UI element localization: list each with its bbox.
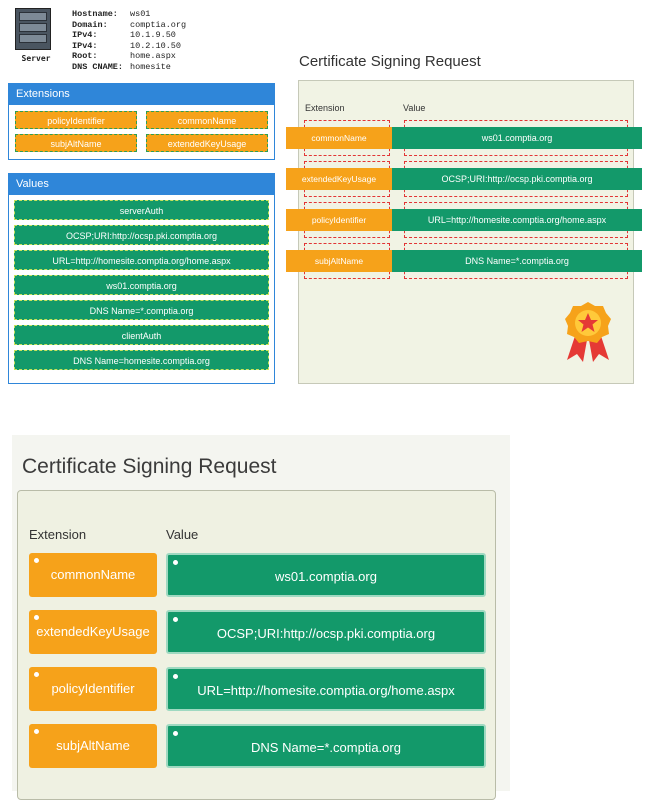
- extension-tile-policy-identifier[interactable]: policyIdentifier: [15, 111, 137, 129]
- placed-value-ocsp-uri[interactable]: OCSP;URI:http://ocsp.pki.comptia.org: [392, 168, 642, 190]
- large-extension-common-name[interactable]: commonName: [29, 553, 157, 597]
- info-value: comptia.org: [130, 19, 187, 30]
- info-key: IPv4:: [72, 40, 98, 51]
- large-extension-label: subjAltName: [56, 738, 130, 753]
- info-key: DNS CNAME:: [72, 61, 124, 72]
- large-value-label: URL=http://homesite.comptia.org/home.asp…: [197, 683, 455, 698]
- csr-title-small: Certificate Signing Request: [299, 53, 481, 70]
- extension-tile-subj-alt-name[interactable]: subjAltName: [15, 134, 137, 152]
- csr-value-header-large: Value: [166, 527, 199, 542]
- info-value: 10.2.10.50: [130, 40, 182, 51]
- large-value-ocsp-uri[interactable]: OCSP;URI:http://ocsp.pki.comptia.org: [166, 610, 486, 654]
- server-label: Server: [21, 54, 51, 63]
- extensions-pool: policyIdentifier commonName subjAltName …: [9, 105, 274, 158]
- drag-handle-icon: [172, 730, 179, 737]
- large-value-ws01[interactable]: ws01.comptia.org: [166, 553, 486, 597]
- extension-tile-extended-key-usage[interactable]: extendedKeyUsage: [146, 134, 268, 152]
- value-tile-url-homesite[interactable]: URL=http://homesite.comptia.org/home.asp…: [14, 250, 269, 270]
- large-extension-label: policyIdentifier: [51, 681, 135, 696]
- placed-extension-subj-alt-name[interactable]: subjAltName: [286, 250, 392, 272]
- csr-extension-header-large: Extension: [29, 527, 87, 542]
- values-panel: Values serverAuth OCSP;URI:http://ocsp.p…: [8, 173, 275, 384]
- csr-extension-header: Extension: [305, 103, 345, 113]
- value-tile-server-auth[interactable]: serverAuth: [14, 200, 269, 220]
- certificate-badge-icon: [565, 302, 611, 362]
- drag-handle-icon: [172, 559, 179, 566]
- csr-value-header: Value: [403, 103, 426, 113]
- large-extension-extended-key-usage[interactable]: extendedKeyUsage: [29, 610, 157, 654]
- info-key: IPv4:: [72, 30, 98, 40]
- info-value: ws01: [130, 9, 151, 19]
- info-key: Domain:: [72, 19, 108, 30]
- placed-value-url-homesite[interactable]: URL=http://homesite.comptia.org/home.asp…: [392, 209, 642, 231]
- extensions-panel-title: Extensions: [9, 84, 274, 105]
- info-key: Hostname:: [72, 9, 118, 19]
- large-value-label: OCSP;URI:http://ocsp.pki.comptia.org: [216, 626, 436, 641]
- large-value-dns-wildcard[interactable]: DNS Name=*.comptia.org: [166, 724, 486, 768]
- server-info: Hostname: ws01 Domain: comptia.org IPv4: 10…: [72, 9, 186, 72]
- drag-handle-icon: [33, 614, 40, 621]
- drag-handle-icon: [33, 728, 40, 735]
- drag-handle-icon: [33, 557, 40, 564]
- placed-extension-policy-identifier[interactable]: policyIdentifier: [286, 209, 392, 231]
- server-graphic: Server: [12, 8, 60, 63]
- value-tile-ws01[interactable]: ws01.comptia.org: [14, 275, 269, 295]
- placed-extension-extended-key-usage[interactable]: extendedKeyUsage: [286, 168, 392, 190]
- csr-title-large: Certificate Signing Request: [22, 455, 277, 478]
- value-tile-client-auth[interactable]: clientAuth: [14, 325, 269, 345]
- extensions-panel: Extensions policyIdentifier commonName s…: [8, 83, 275, 160]
- info-value: homesite: [130, 61, 171, 72]
- value-tile-ocsp-uri[interactable]: OCSP;URI:http://ocsp.pki.comptia.org: [14, 225, 269, 245]
- drag-handle-icon: [172, 673, 179, 680]
- placed-value-dns-wildcard[interactable]: DNS Name=*.comptia.org: [392, 250, 642, 272]
- large-extension-label: commonName: [50, 567, 136, 582]
- placed-extension-common-name[interactable]: commonName: [286, 127, 392, 149]
- drag-handle-icon: [33, 671, 40, 678]
- values-panel-title: Values: [9, 174, 274, 195]
- values-pool: serverAuth OCSP;URI:http://ocsp.pki.comp…: [9, 195, 274, 379]
- large-extension-policy-identifier[interactable]: policyIdentifier: [29, 667, 157, 711]
- server-icon: [15, 8, 51, 50]
- large-value-label: DNS Name=*.comptia.org: [251, 740, 401, 755]
- value-tile-dns-homesite[interactable]: DNS Name=homesite.comptia.org: [14, 350, 269, 370]
- large-value-label: ws01.comptia.org: [275, 569, 377, 584]
- large-extension-subj-alt-name[interactable]: subjAltName: [29, 724, 157, 768]
- info-key: Root:: [72, 51, 98, 61]
- value-tile-dns-wildcard[interactable]: DNS Name=*.comptia.org: [14, 300, 269, 320]
- drag-handle-icon: [172, 616, 179, 623]
- large-extension-label: extendedKeyUsage: [36, 624, 150, 639]
- info-value: 10.1.9.50: [130, 30, 176, 40]
- placed-value-ws01[interactable]: ws01.comptia.org: [392, 127, 642, 149]
- large-value-url-homesite[interactable]: URL=http://homesite.comptia.org/home.asp…: [166, 667, 486, 711]
- extension-tile-common-name[interactable]: commonName: [146, 111, 268, 129]
- info-value: home.aspx: [130, 51, 176, 61]
